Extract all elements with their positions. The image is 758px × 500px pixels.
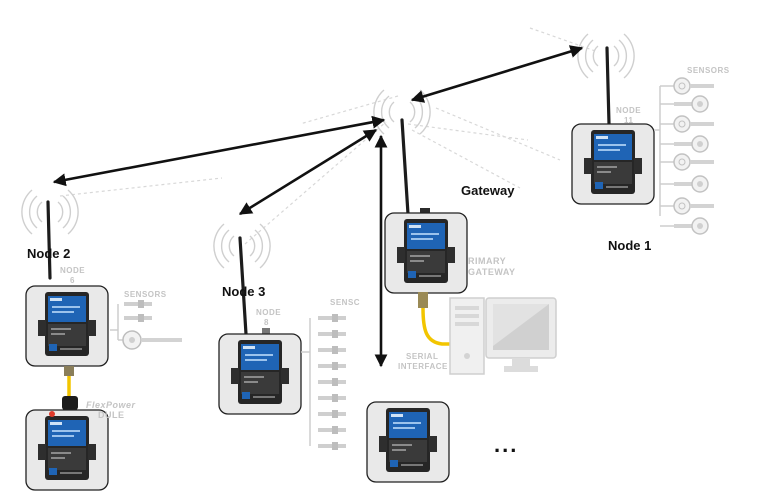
node2-antenna bbox=[46, 200, 52, 280]
arrow-gateway-node1 bbox=[410, 45, 584, 103]
flexpower-device-icon bbox=[25, 409, 109, 491]
node3-label: Node 3 bbox=[222, 284, 266, 299]
node2-device-icon bbox=[25, 285, 109, 367]
faint-link-lines bbox=[59, 27, 599, 245]
node3-device-icon bbox=[218, 333, 302, 415]
gateway-device-icon bbox=[384, 212, 468, 294]
node3-sensor-array bbox=[318, 314, 346, 450]
gateway-antenna bbox=[400, 118, 410, 216]
arrow-gateway-node2 bbox=[52, 115, 386, 187]
link-arrows bbox=[52, 45, 584, 368]
gateway-group bbox=[373, 89, 557, 375]
primary-gateway-caption-2: GATEWAY bbox=[468, 267, 516, 277]
node3-group bbox=[213, 223, 346, 450]
node1-group bbox=[571, 33, 715, 235]
flexpower-caption-2: DULE bbox=[98, 410, 125, 420]
more-nodes-ellipsis: ... bbox=[494, 432, 519, 457]
node1-device-icon bbox=[571, 123, 655, 205]
node8-caption: NODE bbox=[256, 308, 282, 317]
gateway-label: Gateway bbox=[461, 183, 515, 198]
node3-antenna bbox=[238, 236, 248, 336]
node2-sensor-array bbox=[118, 300, 182, 350]
serial-cable bbox=[421, 307, 462, 346]
node1-label: Node 1 bbox=[608, 238, 652, 253]
node11-number: 11 bbox=[624, 116, 634, 125]
node1-sensors-caption: SENSORS bbox=[687, 66, 730, 75]
flexpower-caption-1: FlexPower bbox=[86, 400, 136, 410]
extra-node-device-icon bbox=[366, 401, 450, 483]
node1-sensor-array bbox=[659, 77, 715, 235]
extra-node-group bbox=[366, 401, 450, 483]
node6-number: 6 bbox=[70, 276, 75, 285]
node2-group bbox=[21, 189, 182, 491]
node6-caption: NODE bbox=[60, 266, 86, 275]
serial-interface-caption-1: SERIAL bbox=[406, 352, 439, 361]
node11-caption: NODE bbox=[616, 106, 642, 115]
node1-antenna bbox=[605, 46, 611, 126]
serial-interface-caption-2: INTERFACE bbox=[398, 362, 448, 371]
arrow-gateway-node3 bbox=[238, 128, 378, 216]
node2-label: Node 2 bbox=[27, 246, 71, 261]
node3-sensors-caption: SENSC bbox=[330, 298, 361, 307]
primary-gateway-caption-1: RIMARY bbox=[468, 256, 507, 266]
node8-number: 8 bbox=[264, 318, 269, 327]
node2-sensors-caption: SENSORS bbox=[124, 290, 167, 299]
computer-icon bbox=[449, 297, 557, 375]
